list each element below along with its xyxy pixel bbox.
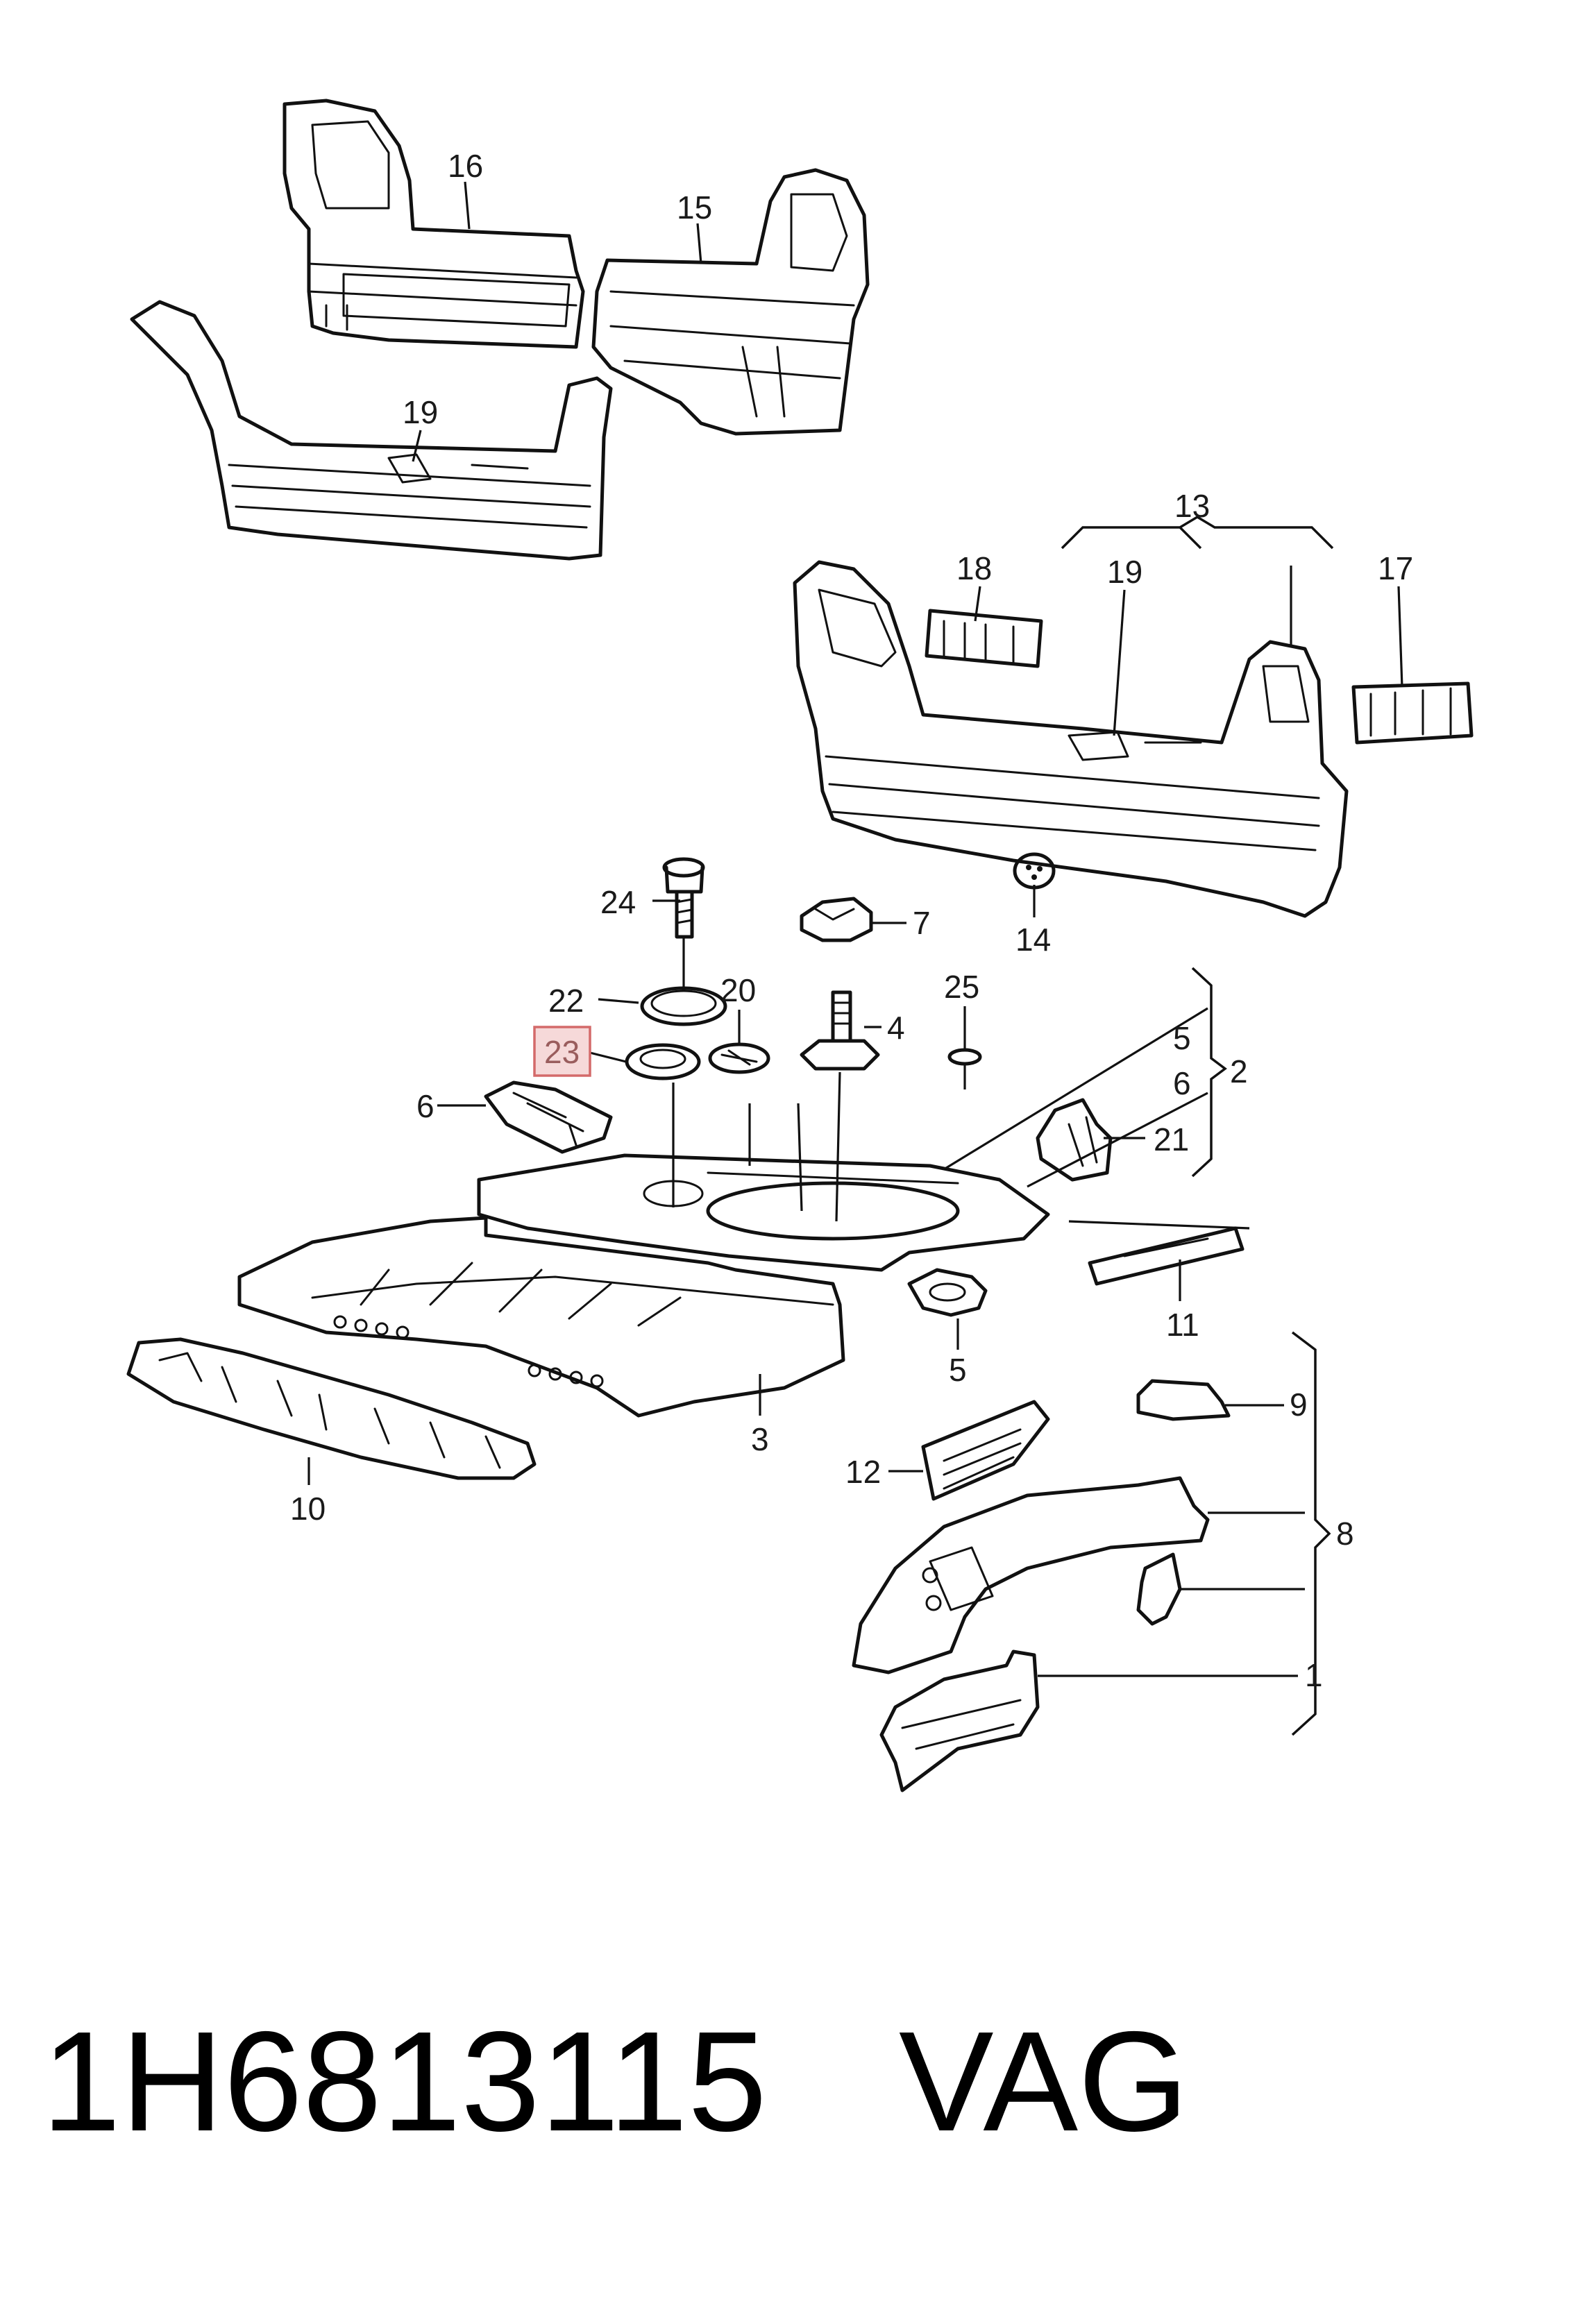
part-4-stud: [800, 990, 880, 1071]
part-19-sill-upper: [130, 300, 613, 561]
part-7-cap: [800, 897, 873, 942]
part-17-bracket: [1351, 681, 1474, 745]
part-23-seal: [625, 1043, 701, 1080]
callout-2: 2: [1230, 1053, 1248, 1089]
callout-9: 9: [1290, 1386, 1308, 1423]
part-14-grommet: [1013, 852, 1056, 890]
part-24-screw: [662, 857, 705, 939]
part-20-plug: [708, 1042, 770, 1074]
part-16-side-member: [282, 99, 585, 349]
part-8-wheel-arch: [852, 1476, 1210, 1674]
callout-17: 17: [1378, 550, 1413, 586]
callout-22: 22: [548, 983, 584, 1019]
highlight-box: [533, 1026, 591, 1077]
part-2-rear-floor: [477, 1153, 1050, 1272]
part-13-sill-assembly: [793, 560, 1349, 918]
part-11-trim: [1088, 1226, 1245, 1286]
part-12-bracket: [921, 1400, 1050, 1501]
callout-3: 3: [751, 1421, 769, 1457]
callout-5-lower: 5: [949, 1352, 967, 1388]
callout-21: 21: [1154, 1121, 1189, 1157]
callout-5-upper: 5: [1173, 1020, 1191, 1056]
part-5-mount: [907, 1268, 988, 1317]
part-9-cover: [1136, 1379, 1231, 1421]
leader-lines: [307, 181, 1403, 1677]
callout-6-left: 6: [416, 1088, 435, 1124]
callout-23: 23: [544, 1034, 580, 1070]
callout-16: 16: [448, 148, 483, 184]
part-10-cross-member: [126, 1337, 537, 1480]
callout-19-lower: 19: [1107, 554, 1142, 590]
callout-8: 8: [1336, 1516, 1354, 1552]
part-1-panel: [879, 1649, 1040, 1792]
part-3-floor-pan: [237, 1216, 845, 1418]
callout-11: 11: [1166, 1307, 1199, 1343]
callout-7: 7: [913, 905, 931, 941]
brand-name: VAG: [898, 2002, 1189, 2161]
part-8-bracket: [1136, 1552, 1182, 1626]
footer-caption: 1H6813115 VAG: [42, 1999, 1541, 2165]
callout-labels: 16 15 19 13 18 19 17 24 7 14 22 20 25 4 …: [290, 148, 1413, 1693]
part-25-washer: [947, 1048, 982, 1066]
callout-4: 4: [887, 1010, 905, 1046]
callout-25: 25: [944, 969, 979, 1005]
part-21-bracket: [1036, 1098, 1113, 1182]
callout-20: 20: [720, 972, 756, 1008]
callout-13: 13: [1174, 488, 1210, 524]
callout-6-right: 6: [1173, 1065, 1191, 1101]
part-number: 1H6813115: [42, 2002, 767, 2161]
group-brackets: [1061, 515, 1334, 1736]
callout-15: 15: [677, 189, 712, 226]
callout-1: 1: [1305, 1657, 1323, 1693]
part-18-bracket: [925, 609, 1043, 668]
callout-18: 18: [956, 550, 992, 586]
part-6-bracket: [484, 1080, 613, 1154]
callout-19-upper: 19: [403, 394, 438, 430]
part-15-side-member: [591, 168, 870, 436]
part-22-ring: [640, 986, 727, 1026]
callout-12: 12: [845, 1454, 881, 1490]
callout-10: 10: [290, 1491, 326, 1527]
callout-14: 14: [1015, 922, 1051, 958]
callout-24: 24: [600, 884, 636, 920]
